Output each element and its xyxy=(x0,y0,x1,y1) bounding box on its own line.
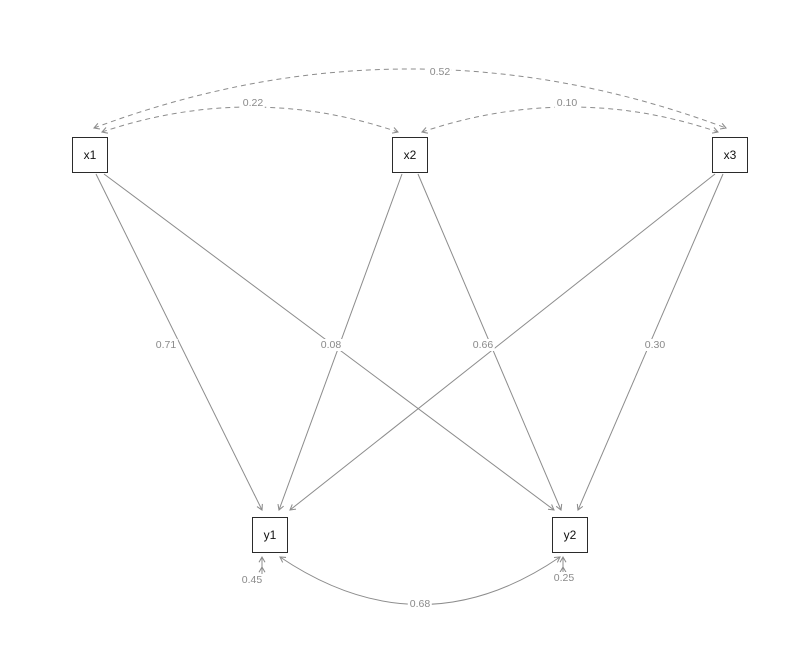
edge-label-cov-x1-x3: 0.52 xyxy=(427,66,453,78)
edge-cov-x1-x2 xyxy=(100,106,400,134)
edge-path-x3-y1 xyxy=(289,173,716,511)
edge-label-cov-x1-x2: 0.22 xyxy=(240,97,266,109)
edge-label-cov-y1-y2: 0.68 xyxy=(407,598,433,610)
edge-cov-x2-x3 xyxy=(420,106,720,134)
node-y1: y1 xyxy=(252,517,288,553)
node-y2: y2 xyxy=(552,517,588,553)
node-x1: x1 xyxy=(72,137,108,173)
edge-label-var-y2: 0.25 xyxy=(551,572,577,584)
edge-label-path-x1-y1: 0.71 xyxy=(153,339,179,351)
edge-label-path-x3-y2: 0.30 xyxy=(642,339,668,351)
node-x2: x2 xyxy=(392,137,428,173)
edge-cov-x1-x3 xyxy=(93,68,727,130)
edge-label-cov-x2-x3: 0.10 xyxy=(554,97,580,109)
edge-label-path-x2-y2: 0.66 xyxy=(470,339,496,351)
edge-label-var-y1: 0.45 xyxy=(239,574,265,586)
node-x3: x3 xyxy=(712,137,748,173)
edge-path-x1-y1 xyxy=(95,173,263,511)
edge-label-path-x1-y2: 0.08 xyxy=(318,339,344,351)
